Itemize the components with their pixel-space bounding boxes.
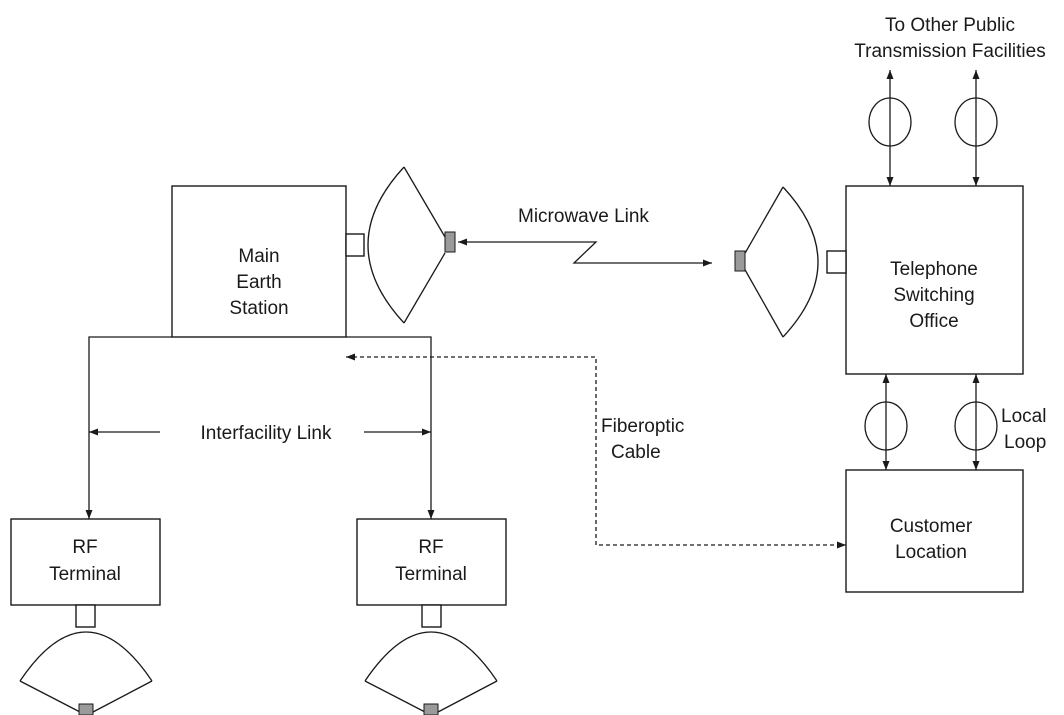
customer-location-label-1: Customer (890, 516, 973, 537)
rf-terminal-left-dish-icon (19, 604, 153, 715)
main-earth-station-label-3: Station (229, 298, 288, 319)
telephone-switching-office-node: Telephone Switching Office (845, 185, 1024, 375)
switching-office-dish-icon (734, 186, 847, 338)
other-facilities-label-1: To Other Public (885, 15, 1015, 36)
telephone-switching-office-box (845, 185, 1024, 375)
loop-circuit-icon (864, 401, 908, 451)
rf-terminal-right-label-1: RF (418, 537, 443, 558)
rf-terminal-right-label-2: Terminal (395, 564, 467, 585)
microwave-link-label: Microwave Link (518, 206, 649, 227)
main-earth-station-node: Main Earth Station (171, 185, 347, 338)
local-loop-label-1: Local (1001, 406, 1046, 427)
rf-terminal-left-label-1: RF (72, 537, 97, 558)
interfacility-link-label: Interfacility Link (201, 423, 332, 444)
customer-location-box (845, 469, 1024, 593)
loop-circuit-icon (954, 401, 998, 451)
fiberoptic-cable-label-2: Cable (611, 442, 661, 463)
other-facilities-edge: To Other Public Transmission Facilities (854, 15, 1046, 186)
rf-terminal-right-box (356, 518, 507, 606)
trunk-circuit-icon (868, 97, 912, 147)
fiberoptic-cable-edge: Fiberoptic Cable (346, 353, 846, 549)
local-loop-label-2: Loop (1004, 432, 1046, 453)
customer-location-node: Customer Location (845, 469, 1024, 593)
local-loop-edge: Local Loop (864, 374, 1046, 470)
telephone-switching-office-label-3: Office (909, 311, 958, 332)
fiberoptic-cable-label-1: Fiberoptic (601, 416, 684, 437)
telephone-switching-office-label-1: Telephone (890, 259, 978, 280)
rf-terminal-left-node: RF Terminal (10, 518, 161, 606)
customer-location-label-2: Location (895, 542, 967, 563)
interfacility-link-edge: Interfacility Link (85, 336, 435, 519)
microwave-link-edge: Microwave Link (458, 206, 712, 267)
trunk-circuit-icon (954, 97, 998, 147)
rf-terminal-right-dish-icon (364, 604, 498, 715)
telephone-switching-office-label-2: Switching (893, 285, 974, 306)
rf-terminal-left-label-2: Terminal (49, 564, 121, 585)
main-earth-station-label-1: Main (238, 246, 279, 267)
rf-terminal-left-box (10, 518, 161, 606)
other-facilities-label-2: Transmission Facilities (854, 41, 1045, 62)
rf-terminal-right-node: RF Terminal (356, 518, 507, 606)
main-earth-station-box (171, 185, 347, 338)
main-earth-station-dish-icon (345, 166, 456, 324)
main-earth-station-label-2: Earth (236, 272, 281, 293)
